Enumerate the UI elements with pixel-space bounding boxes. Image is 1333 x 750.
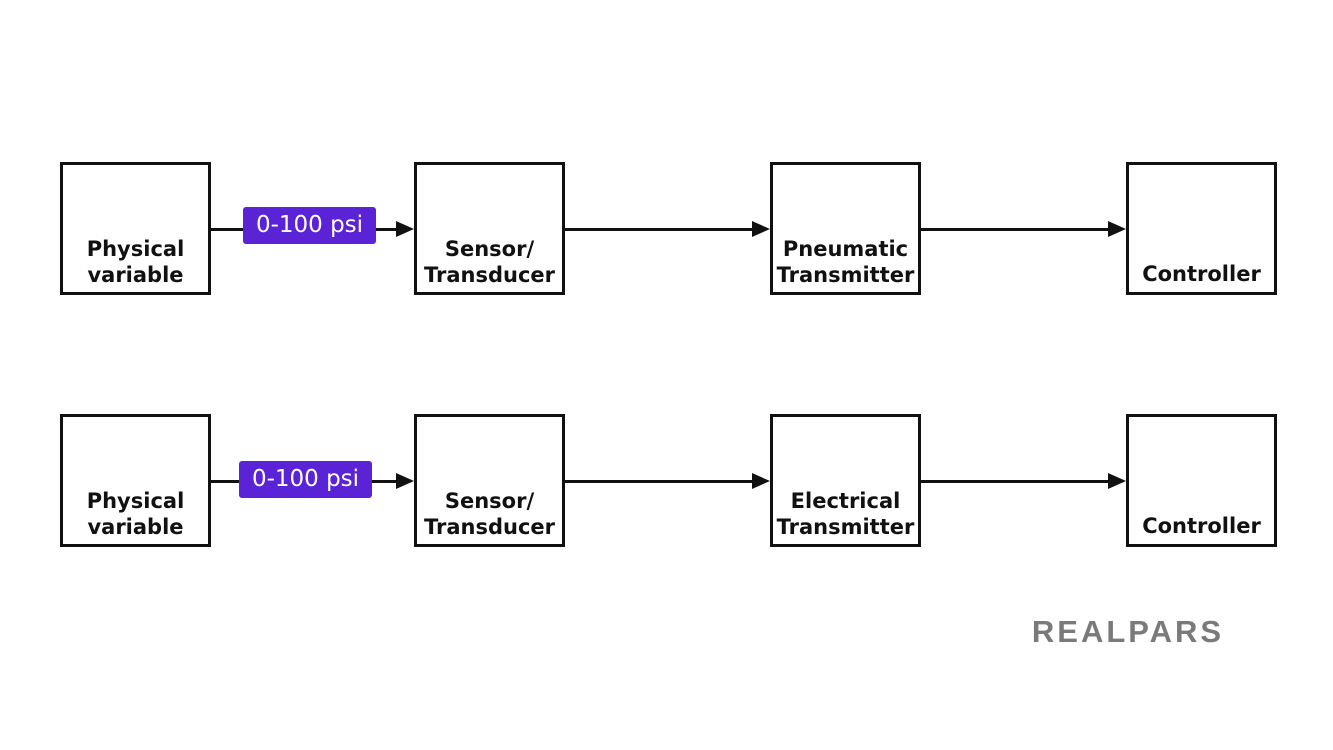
row2-sensor-transducer-label-line1: Sensor/ bbox=[444, 489, 535, 513]
row1-pressure-badge: 0-100 psi bbox=[243, 207, 376, 244]
row1-controller-label: Controller bbox=[1142, 262, 1261, 286]
row1-controller-box: Controller bbox=[1126, 162, 1277, 295]
row2-connector-3 bbox=[921, 480, 1119, 483]
realpars-logo-text: REALPARS bbox=[1032, 614, 1224, 649]
row1-pneumatic-transmitter-label-line2: Transmitter bbox=[776, 263, 915, 287]
row2-sensor-transducer-label-line2: Transducer bbox=[423, 515, 556, 539]
row2-arrowhead-1 bbox=[396, 473, 414, 489]
row2-pressure-badge: 0-100 psi bbox=[239, 461, 372, 498]
row1-physical-variable-label-line1: Physical bbox=[86, 237, 185, 261]
row1-arrowhead-2 bbox=[752, 221, 770, 237]
row1-physical-variable-label-line2: variable bbox=[87, 263, 184, 287]
row2-arrowhead-3 bbox=[1108, 473, 1126, 489]
row1-pneumatic-transmitter-box: Pneumatic Transmitter bbox=[770, 162, 921, 295]
row2-sensor-transducer-box: Sensor/ Transducer bbox=[414, 414, 565, 547]
row2-physical-variable-box: Physical variable bbox=[60, 414, 211, 547]
realpars-logo: REALPARS bbox=[1032, 614, 1224, 649]
row2-electrical-transmitter-label-line2: Transmitter bbox=[776, 515, 915, 539]
row1-connector-3 bbox=[921, 228, 1119, 231]
row2-arrowhead-2 bbox=[752, 473, 770, 489]
row2-physical-variable-label-line1: Physical bbox=[86, 489, 185, 513]
row2-controller-box: Controller bbox=[1126, 414, 1277, 547]
row2-physical-variable-label-line2: variable bbox=[87, 515, 184, 539]
row1-physical-variable-box: Physical variable bbox=[60, 162, 211, 295]
row2-electrical-transmitter-label-line1: Electrical bbox=[790, 489, 901, 513]
row1-arrowhead-3 bbox=[1108, 221, 1126, 237]
row1-pneumatic-transmitter-label-line1: Pneumatic bbox=[782, 237, 909, 261]
row1-sensor-transducer-label-line2: Transducer bbox=[423, 263, 556, 287]
row2-connector-2 bbox=[565, 480, 762, 483]
row1-arrowhead-1 bbox=[396, 221, 414, 237]
row1-sensor-transducer-label-line1: Sensor/ bbox=[444, 237, 535, 261]
row1-connector-2 bbox=[565, 228, 762, 231]
row2-electrical-transmitter-box: Electrical Transmitter bbox=[770, 414, 921, 547]
row1-sensor-transducer-box: Sensor/ Transducer bbox=[414, 162, 565, 295]
row2-controller-label: Controller bbox=[1142, 514, 1261, 538]
